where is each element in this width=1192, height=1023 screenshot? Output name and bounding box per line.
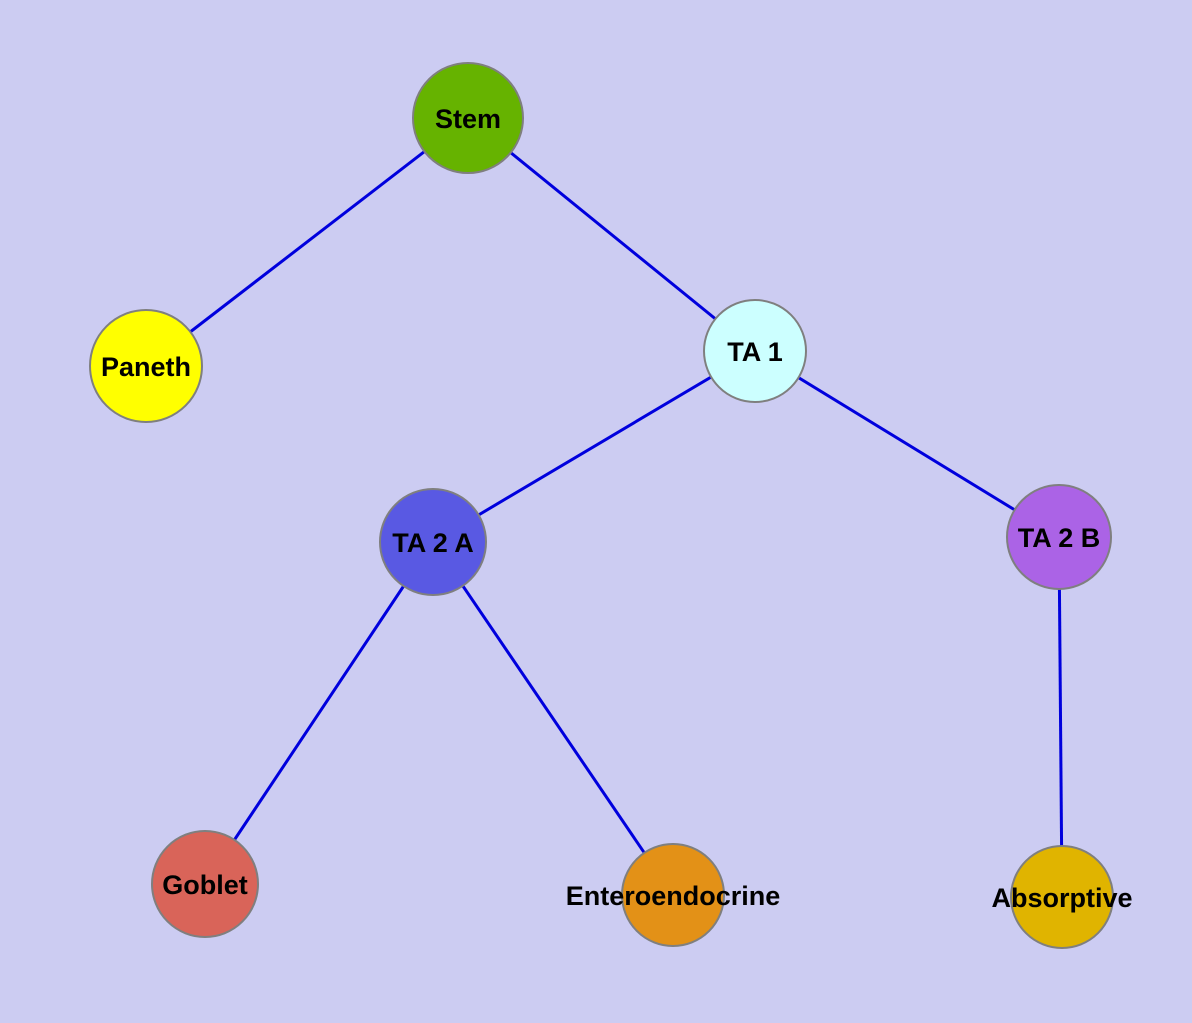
edge-ta2b-absorptive xyxy=(1057,536,1064,898)
node-circle-ta1 xyxy=(703,299,807,403)
node-goblet: Goblet xyxy=(151,830,259,938)
edge-ta2a-goblet xyxy=(203,541,435,885)
edge-ta1-ta2b xyxy=(754,349,1060,539)
node-circle-goblet xyxy=(151,830,259,938)
node-circle-ta2a xyxy=(379,488,487,596)
edge-ta1-ta2a xyxy=(432,349,756,544)
node-paneth: Paneth xyxy=(89,309,203,423)
node-circle-ta2b xyxy=(1006,484,1112,590)
node-ta1: TA 1 xyxy=(703,299,807,403)
node-ta2a: TA 2 A xyxy=(379,488,487,596)
node-circle-paneth xyxy=(89,309,203,423)
edge-ta2a-enteroendocrine xyxy=(431,541,675,896)
edge-stem-ta1 xyxy=(467,116,756,353)
edge-stem-paneth xyxy=(145,116,469,368)
node-stem: Stem xyxy=(412,62,524,174)
edges-layer xyxy=(145,116,1064,898)
node-ta2b: TA 2 B xyxy=(1006,484,1112,590)
node-circle-stem xyxy=(412,62,524,174)
node-circle-absorptive xyxy=(1010,845,1114,949)
node-circle-enteroendocrine xyxy=(621,843,725,947)
